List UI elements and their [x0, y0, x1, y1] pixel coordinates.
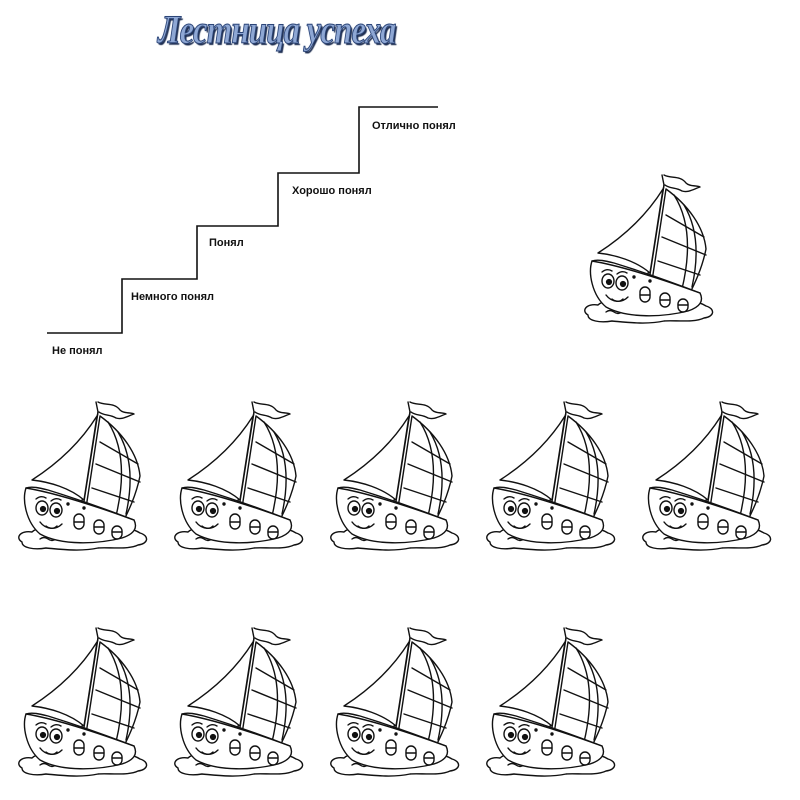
step-label-not-understood: Не понял [52, 345, 103, 357]
page-title: Лестница успеха [158, 7, 397, 53]
sailboat-icon[interactable] [166, 392, 306, 562]
sailboat-icon[interactable] [10, 618, 150, 788]
sailboat-icon[interactable] [322, 618, 462, 788]
step-label-little-understood: Немного понял [131, 291, 215, 303]
sailboat-icon[interactable] [322, 392, 462, 562]
ladder-line [47, 106, 438, 334]
sailboat-icon[interactable] [576, 165, 716, 335]
sailboat-icon[interactable] [10, 392, 150, 562]
step-label-excellent-understood: Отлично понял [372, 120, 456, 132]
sailboat-icon[interactable] [478, 618, 618, 788]
sailboat-icon[interactable] [634, 392, 774, 562]
sailboat-icon[interactable] [478, 392, 618, 562]
step-label-understood: Понял [209, 237, 244, 249]
sailboat-icon[interactable] [166, 618, 306, 788]
step-label-well-understood: Хорошо понял [292, 185, 372, 197]
